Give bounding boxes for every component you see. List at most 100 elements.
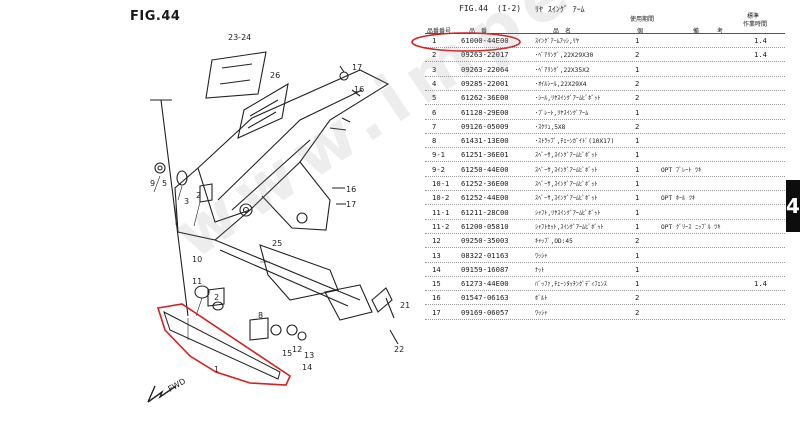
col-name-header: 品 名 (553, 28, 572, 35)
part-description: ｼｬﾌﾄ,ﾘﾔｽｲﾝｸﾞｱｰﾑﾋﾟﾎﾞｯﾄ (535, 209, 601, 217)
part-description: ﾎﾞﾙﾄ (535, 295, 548, 303)
part-number: 61200-05810 (461, 221, 509, 231)
part-description: ･ｵｲﾙｼｰﾙ,22X29X4 (535, 80, 587, 88)
part-description: ﾅｯﾄ (535, 266, 545, 274)
row-divider (425, 275, 785, 277)
part-quantity: 1 (635, 164, 640, 174)
section-tab: 4 (786, 180, 800, 232)
part-quantity: 1 (635, 250, 640, 260)
table-row: 4 09285-22001 ･ｵｲﾙｼｰﾙ,22X29X4 2 (425, 77, 785, 91)
part-index: 16 (432, 293, 441, 303)
part-quantity: 2 (635, 307, 640, 317)
table-row: 13 08322-01163 ﾜｯｼｬ 1 (425, 249, 785, 263)
part-description: ｽﾍﾟｰｻ,ｽｲﾝｸﾞｱｰﾑﾋﾟﾎﾞｯﾄ (535, 152, 598, 160)
row-divider (425, 47, 785, 48)
highlight-outline-part1 (156, 303, 292, 386)
part-quantity: 1 (635, 107, 640, 117)
row-divider (425, 75, 785, 77)
part-quantity: 2 (635, 121, 640, 131)
decal-middle (237, 82, 289, 139)
part-description: ﾜｯｼｬ (535, 252, 548, 260)
row-divider (425, 161, 785, 163)
part-quantity: 1 (635, 207, 640, 217)
table-std-label: 標準 (747, 13, 760, 20)
callout-11: 11 (192, 277, 202, 286)
part-index: 14 (432, 264, 441, 274)
part-quantity: 2 (635, 293, 640, 303)
part-quantity: 1 (635, 64, 640, 74)
part-quantity: 2 (635, 50, 640, 60)
part-description: ﾊﾞｯﾌｧ,ﾁｪｰﾝﾀｯﾁﾝｸﾞﾃﾞｨﾌｪﾝｽ (535, 281, 607, 289)
part-quantity: 1 (635, 36, 640, 45)
callout-23-24: 23-24 (228, 33, 251, 42)
callout-25: 25 (272, 239, 282, 248)
part-quantity: 1 (635, 279, 640, 289)
callout-4: 2 (214, 293, 219, 302)
row-divider (425, 304, 785, 306)
callout-17b: 17 (346, 200, 356, 209)
callout-2: 2 (196, 191, 201, 200)
part-description: ｽｲﾝｸﾞｱｰﾑｱｯｼ,ﾘﾔ (535, 38, 579, 45)
part-number: 09285-22001 (461, 78, 509, 88)
part-index: 7 (432, 121, 437, 131)
part-index: 17 (432, 307, 441, 317)
part-number: 09126-05009 (461, 121, 509, 131)
row-divider (425, 261, 785, 263)
part-index: 10-1 (432, 179, 450, 188)
row-divider (425, 290, 785, 292)
part-index: 4 (432, 78, 437, 88)
part-number: 61273-44E00 (461, 279, 509, 289)
row-divider (425, 204, 785, 206)
callout-1: 1 (214, 365, 219, 374)
part-description: ･ｼｰﾙ,ﾘﾔｽｲﾝｸﾞｱｰﾑﾋﾟﾎﾞｯﾄ (535, 95, 601, 103)
callout-3: 3 (184, 197, 189, 206)
part-description: ｼｬﾌﾄｾｯﾄ,ｽｲﾝｸﾞｱｰﾑﾋﾟﾎﾞｯﾄ (535, 223, 604, 231)
table-fig-label: FIG.44 (459, 4, 488, 13)
part-quantity: 1 (635, 193, 640, 203)
part-index: 11-2 (432, 221, 450, 231)
part-number: 61250-44E00 (461, 164, 509, 174)
part-quantity: 1 (635, 150, 640, 160)
table-section-title: ﾘﾔ ｽｲﾝｸﾞ ｱｰﾑ (535, 5, 585, 14)
callout-26: 26 (270, 71, 280, 80)
col-note-header: 備 考 (693, 28, 724, 35)
part-number: 08322-01163 (461, 250, 509, 260)
part-number: 09159-16087 (461, 264, 509, 274)
header-divider (425, 33, 785, 34)
pivot-shaft (150, 99, 189, 317)
part-index: 10-2 (432, 193, 450, 203)
chain-guide-plate (259, 244, 339, 301)
part-number: 61252-36E00 (461, 179, 509, 188)
callout-14: 14 (302, 363, 312, 372)
part-quantity: 2 (635, 78, 640, 88)
table-fig-sub: (I-2) (497, 4, 522, 13)
part-std-time: 1.4 (754, 36, 767, 45)
row-divider (425, 147, 785, 149)
row-divider (425, 175, 785, 177)
part-quantity: 1 (635, 179, 640, 188)
part-description: ｷｬｯﾌﾟ,OD:45 (535, 238, 573, 246)
part-number: 61211-28C00 (461, 207, 509, 217)
part-index: 1 (432, 36, 437, 45)
row-divider (425, 61, 785, 63)
part-number: 61000-44E00 (461, 36, 509, 45)
table-usage-label: 使用期間 (630, 16, 655, 23)
fwd-arrow-icon (147, 385, 177, 403)
callout-9: 9 (150, 179, 155, 188)
part-number: 61431-13E00 (461, 136, 509, 146)
part-description: ･ﾍﾞｱﾘﾝｸﾞ,22X35X2 (535, 66, 590, 74)
part-index: 13 (432, 250, 441, 260)
callout-12: 12 (292, 345, 302, 354)
row-divider (425, 190, 785, 191)
